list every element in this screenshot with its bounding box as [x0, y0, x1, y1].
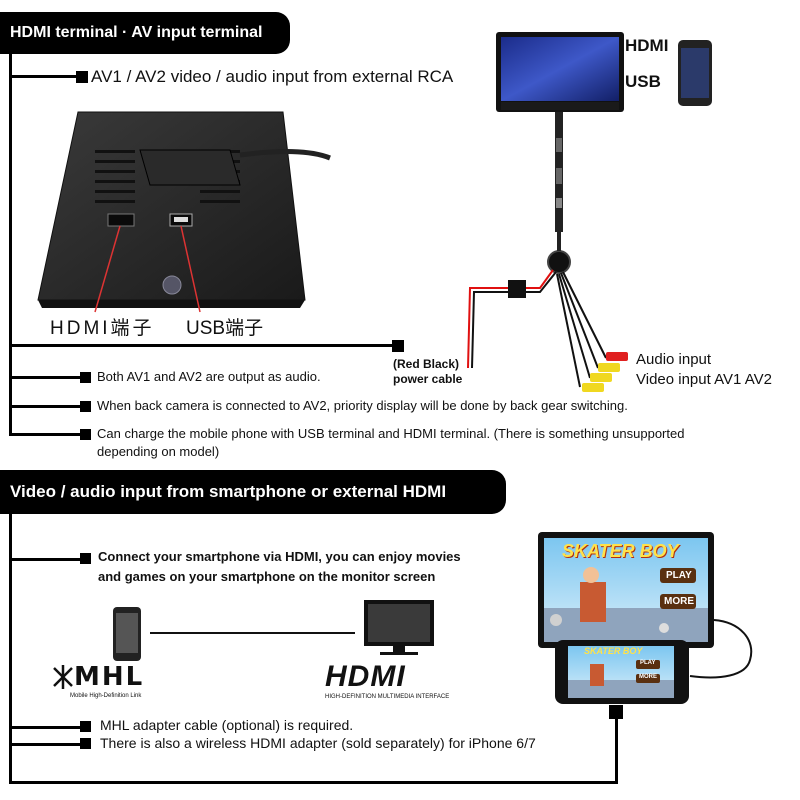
- audio-input-label: Audio input: [636, 351, 712, 368]
- connect-note-line-2: and games on your smartphone on the moni…: [98, 569, 436, 584]
- phone-game-title: SKATER BOY: [584, 646, 643, 656]
- section1-connector-line: [9, 54, 12, 436]
- note-usb-charge: Can charge the mobile phone with USB ter…: [97, 426, 685, 459]
- bullet-tablet: [609, 705, 623, 719]
- note-mhl-adapter: MHL adapter cable (optional) is required…: [100, 717, 354, 733]
- connector-bottom: [9, 781, 618, 784]
- hdmi-tagline: HIGH-DEFINITION MULTIMEDIA INTERFACE: [325, 694, 450, 700]
- bullet-note-2: [80, 401, 91, 412]
- hdmi-port-label: HDMI端子: [50, 318, 155, 339]
- bullet-av-input: [76, 71, 88, 83]
- hdmi-logo: HDMI: [325, 660, 406, 693]
- bullet-power-cable: [392, 340, 404, 352]
- video-input-label: Video input AV1 AV2: [636, 371, 772, 388]
- connector-note-2: [9, 405, 83, 408]
- connector-note-1: [9, 376, 83, 379]
- connector-power-cable: [9, 344, 397, 347]
- bullet-connect-note: [80, 553, 91, 564]
- note-audio-output: Both AV1 and AV2 are output as audio.: [97, 369, 321, 384]
- mhl-logo: MHL: [74, 662, 145, 692]
- section2-title-banner: Video / audio input from smartphone or e…: [0, 470, 506, 514]
- note-back-camera: When back camera is connected to AV2, pr…: [97, 398, 628, 413]
- connect-note-line-1: Connect your smartphone via HDMI, you ca…: [98, 549, 461, 564]
- note-wireless-hdmi: There is also a wireless HDMI adapter (s…: [100, 735, 536, 751]
- bullet-note-3: [80, 429, 91, 440]
- bullet-wireless-note: [80, 738, 91, 749]
- power-cable-label-2: power cable: [393, 372, 463, 386]
- connector-av-input: [9, 75, 79, 78]
- power-cable-label-1: (Red Black): [393, 357, 460, 371]
- connector-to-tablet: [615, 712, 618, 784]
- bullet-mhl-note: [80, 721, 91, 732]
- game-more-button: MORE: [664, 596, 694, 607]
- connector-note-3: [9, 433, 83, 436]
- section1-title-banner: HDMI terminal · AV input terminal: [0, 12, 290, 54]
- connector-wireless-note: [9, 743, 83, 746]
- game-title: SKATER BOY: [562, 541, 679, 561]
- connector-mhl-note: [9, 726, 83, 729]
- phone-game-play: PLAY: [640, 660, 656, 666]
- av-input-text: AV1 / AV2 video / audio input from exter…: [91, 67, 454, 86]
- bullet-note-1: [80, 372, 91, 383]
- section2-title: Video / audio input from smartphone or e…: [10, 482, 447, 501]
- connector-connect-note: [9, 558, 83, 561]
- game-play-button: PLAY: [666, 570, 692, 581]
- phone-game-more: MORE: [639, 674, 657, 680]
- section1-title: HDMI terminal · AV input terminal: [10, 24, 263, 41]
- monitor-hdmi-label: HDMI: [625, 36, 669, 55]
- mhl-tagline: Mobile High-Definition Link: [70, 693, 142, 699]
- section2-connector-line: [9, 514, 12, 784]
- monitor-usb-label: USB: [625, 72, 661, 91]
- usb-port-label: USB端子: [186, 318, 264, 339]
